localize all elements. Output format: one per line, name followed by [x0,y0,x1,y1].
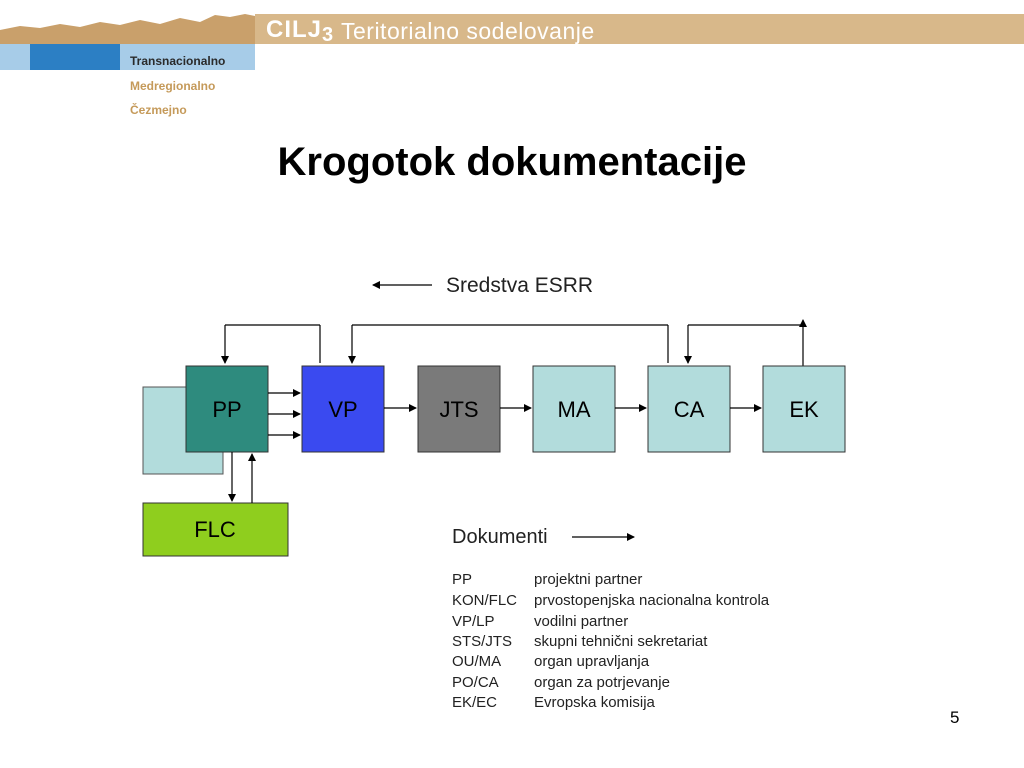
brand-logo-number: 3 [322,24,334,46]
tab-strip [0,44,255,70]
legend-title: Dokumenti [452,526,548,548]
legend-abbr: OU/MA [452,653,501,670]
brand-logo-text: CILJ [266,16,323,43]
legend-desc: skupni tehnični sekretariat [534,633,708,650]
legend-abbr: VP/LP [452,613,495,630]
box-flc [142,502,289,557]
box-ca-label: CA [674,397,705,422]
box-ca [647,365,731,453]
brand-title: Teritorialno sodelovanje [341,18,595,44]
tab-cezmejno: Čezmejno [130,103,187,117]
tab-transnacionalno: Transnacionalno [130,54,226,68]
legend-abbr: EK/EC [452,694,497,711]
legend-abbr: STS/JTS [452,633,512,650]
legend-desc: prvostopenjska nacionalna kontrola [534,592,770,609]
legend-desc: vodilni partner [534,613,628,630]
legend-desc: organ za potrjevanje [534,674,670,691]
legend-desc: projektni partner [534,571,642,588]
box-ma [532,365,616,453]
box-jts [417,365,501,453]
slide-title: Krogotok dokumentacije [277,140,747,184]
legend-abbr: KON/FLC [452,592,517,609]
legend-abbr: PP [452,571,472,588]
box-pp [185,365,269,453]
box-vp-label: VP [328,397,357,422]
box-vp [301,365,385,453]
legend-desc: organ upravljanja [534,653,650,670]
box-jts-label: JTS [439,397,478,422]
tab-medregionalno: Medregionalno [130,79,216,93]
header-banner [0,0,1024,44]
box-ek-label: EK [789,397,819,422]
box-ma-label: MA [558,397,591,422]
box-flc-label: FLC [194,517,236,542]
legend-desc: Evropska komisija [534,694,656,711]
box-pp-label: PP [212,397,241,422]
page-number: 5 [950,708,960,727]
box-ek [762,365,846,453]
legend-abbr: PO/CA [452,674,499,691]
funds-label: Sredstva ESRR [446,274,593,297]
